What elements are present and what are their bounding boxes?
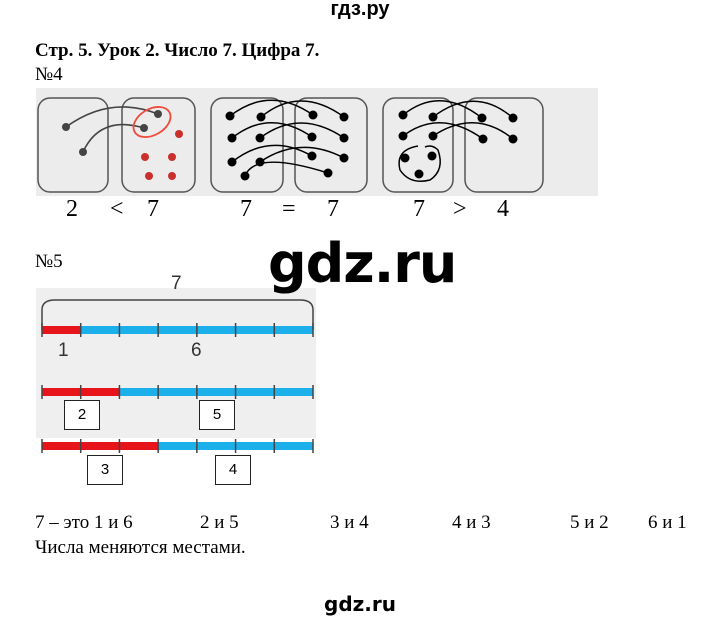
bar3-segment: [196, 442, 236, 450]
bar1-segment: [119, 326, 159, 334]
task5-label: №5: [35, 251, 63, 272]
bar3-segment: [274, 442, 313, 450]
whole-bracket: [41, 299, 314, 330]
comparison-sign: >: [453, 196, 467, 222]
bar1-red-label: 1: [58, 340, 69, 361]
comparison-sign: =: [282, 196, 296, 222]
bar2-segment: [158, 388, 197, 396]
comparison-sign: <: [110, 196, 124, 222]
set-box: [464, 97, 544, 193]
set-box: [294, 97, 368, 193]
bar2-segment: [42, 388, 81, 396]
bar1-segment: [80, 326, 120, 334]
set-box: [210, 97, 284, 193]
bar1-blue-label: 6: [191, 340, 202, 361]
bar2-blue-box: 5: [199, 400, 235, 430]
bar2-segment: [196, 388, 236, 396]
page-title: Стр. 5. Урок 2. Число 7. Цифра 7.: [35, 40, 320, 61]
bar2-segment: [235, 388, 275, 396]
bar2-red-box: 2: [64, 400, 100, 430]
bar2-segment: [80, 388, 120, 396]
answer-pair: 6 и 1: [648, 512, 687, 533]
comparison-left: 2: [66, 196, 78, 222]
comparison-left: 7: [240, 196, 252, 222]
bar1-segment: [274, 326, 313, 334]
comparison-right: 4: [497, 196, 509, 222]
site-header: гдз.ру: [330, 0, 390, 20]
comparison-right: 7: [327, 196, 339, 222]
bar3-segment: [158, 442, 197, 450]
bar2-segment: [274, 388, 313, 396]
answer-pair: 2 и 5: [200, 512, 239, 533]
bar1-segment: [42, 326, 81, 334]
watermark: gdz.ru: [268, 232, 457, 295]
bar3-segment: [119, 442, 159, 450]
set-box: [382, 97, 454, 193]
bar1-segment: [235, 326, 275, 334]
bar1-segment: [158, 326, 197, 334]
answer-note: Числа меняются местами.: [35, 537, 246, 558]
bar3-segment: [42, 442, 81, 450]
bar3-blue-box: 4: [215, 455, 251, 485]
answer-pair: 7 – это 1 и 6: [35, 512, 133, 533]
answer-pair: 4 и 3: [452, 512, 491, 533]
whole-number: 7: [171, 273, 182, 294]
set-box: [37, 97, 109, 193]
circled-pair: [132, 106, 172, 138]
answer-pair: 5 и 2: [570, 512, 609, 533]
bar1-segment: [196, 326, 236, 334]
answer-pair: 3 и 4: [330, 512, 369, 533]
bar3-red-box: 3: [87, 455, 123, 485]
task4-label: №4: [35, 64, 63, 85]
site-footer: gdz.ru: [324, 592, 396, 616]
comparison-right: 7: [147, 196, 159, 222]
set-box: [121, 97, 196, 193]
bar2-segment: [119, 388, 159, 396]
comparison-left: 7: [413, 196, 425, 222]
bar3-segment: [80, 442, 120, 450]
bar3-segment: [235, 442, 275, 450]
